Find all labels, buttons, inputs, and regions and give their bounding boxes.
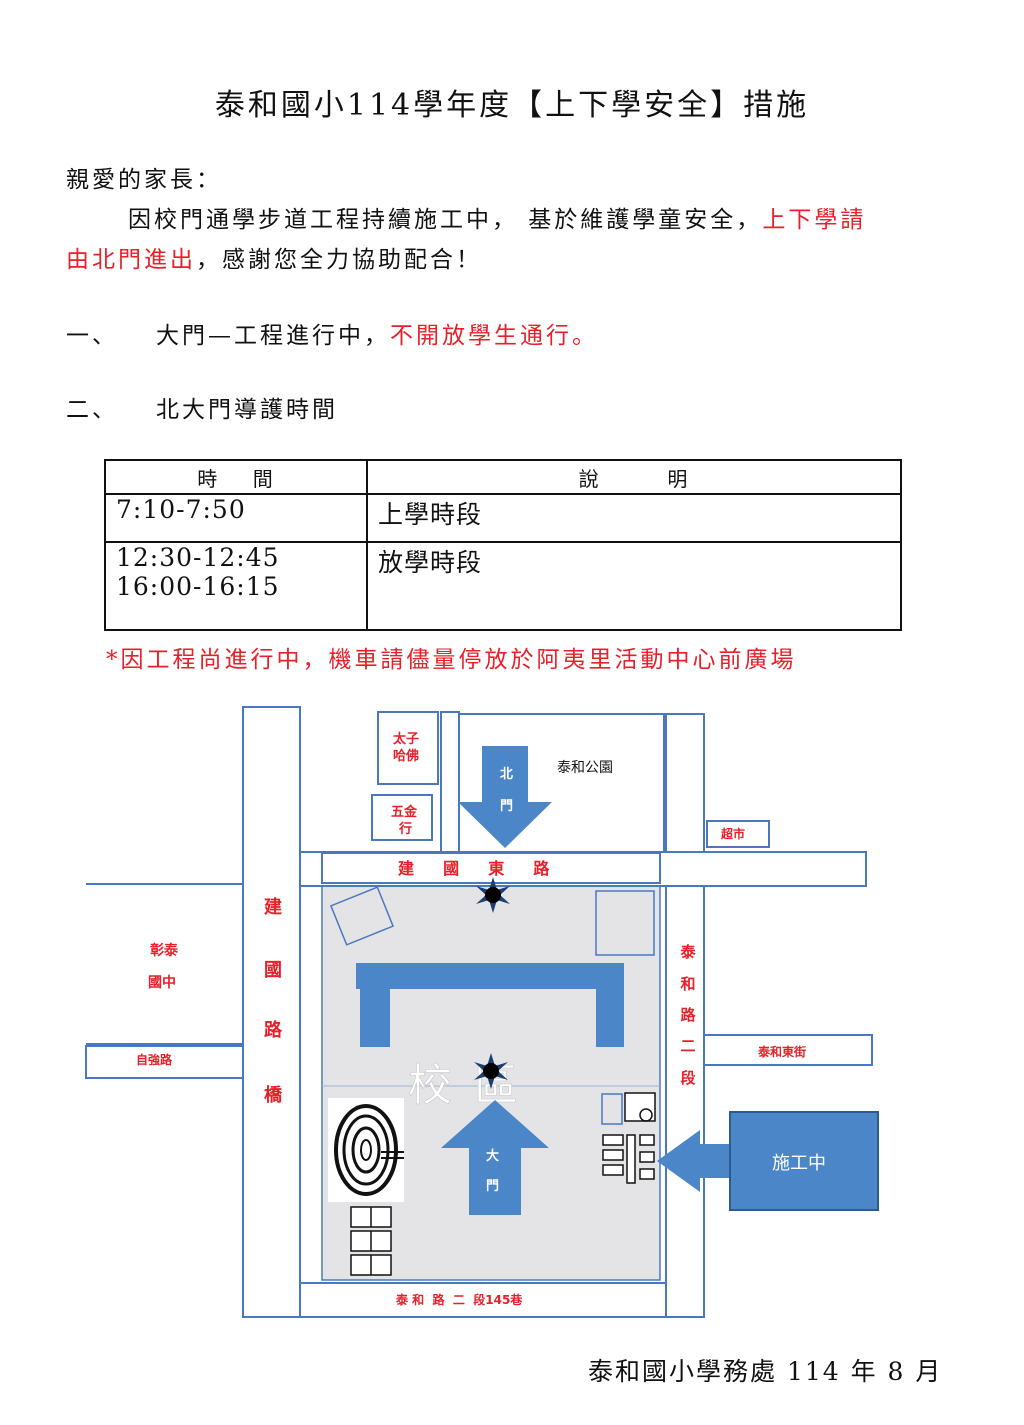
main-gate-label-1: 大 [486,1148,499,1164]
table-header-desc: 說 明 [366,459,902,495]
intro-line-2: 由北門進出，感謝您全力協助配合！ [66,240,482,274]
table-row: 7:10-7:50 上學時段 [104,493,902,543]
north-strip [440,711,460,853]
item-number: 一、 [66,323,118,349]
north-gate-label-1: 北 [500,767,513,782]
north-gate-label-2: 門 [500,799,513,814]
greeting: 親愛的家長： [66,167,222,193]
time-range: 7:10-7:50 [116,495,246,524]
sports-courts [350,1206,392,1276]
table-cell-desc: 放學時段 [366,541,902,631]
taihe-road-label-3: 路 [680,1006,696,1024]
hardware-store [371,794,433,841]
intro-highlight: 上下學請 [762,207,867,233]
table-header-row: 時 間 說 明 [104,459,902,495]
construction-area [729,1111,879,1211]
north-gate-marker-icon [476,877,510,913]
item-number: 二、 [66,397,118,423]
jianguo-east-road-inner [321,852,661,884]
taihe-lane-label: 泰 和 路 二 段145巷 [395,1292,523,1307]
bridge-label-4: 橋 [264,1084,283,1106]
item-1: 一、 [66,316,118,350]
time-range: 12:30-12:45 [116,543,280,572]
campus-map: 校 區 太子 哈佛 五金 行 超市 彰泰 國中 自強路 泰和東街 北 門 大 門… [85,706,879,1318]
taihe-road-label-1: 泰 [679,943,696,961]
ziqiang-road [85,1045,244,1079]
jianguo-east-road-label: 建 國 東 路 [398,859,555,878]
main-building-west-wing [360,987,390,1047]
table-cell-time: 7:10-7:50 [104,493,368,543]
zhangtai-label-1: 彰泰 [150,942,179,959]
facility-block [602,1092,656,1184]
wujin-label-1: 五金 [391,804,418,820]
supermarket-label: 超市 [720,826,745,841]
main-gate-marker-icon [474,1053,508,1089]
wujin-label-2: 行 [398,821,412,837]
taihe-road-label-4: 二 [680,1037,695,1055]
campus-building-small [329,886,395,946]
taihe-east-st-label: 泰和東街 [757,1044,806,1059]
bridge-label-3: 路 [264,1019,283,1041]
item-text: 大門—工程進行中， [156,323,390,349]
intro-line-1: 因校門通學步道工程持續施工中， 基於維護學童安全，上下學請 [128,200,866,234]
zhangtai-label-2: 國中 [148,974,176,991]
running-track [328,1098,404,1202]
park-label: 泰和公園 [557,760,613,776]
main-building-east-wing [596,987,624,1047]
intro-highlight-2: 由北門進出 [66,247,196,273]
campus-label: 校 區 [408,1060,522,1111]
taizi-label-1: 太子 [392,731,419,747]
table-cell-desc: 上學時段 [366,493,902,543]
supermarket [706,820,770,848]
bridge-label-1: 建 [264,896,282,918]
main-gate-arrow-icon [441,1100,549,1215]
taihe-road-label-5: 段 [680,1069,695,1087]
main-gate-label-2: 門 [486,1179,499,1194]
item-text-highlight: 不開放學生通行。 [390,323,598,349]
taihe-east-street [703,1034,873,1066]
footer-signature: 泰和國小學務處 114 年 8 月 [588,1357,943,1386]
table-cell-time: 12:30-12:45 16:00-16:15 [104,541,368,631]
taizi-label-2: 哈佛 [393,748,419,764]
jianguo-bridge-road [242,706,301,1318]
campus-building-corner [595,890,655,956]
item-2: 二、 [66,390,118,424]
table-header-time: 時 間 [104,459,368,495]
table-row: 12:30-12:45 16:00-16:15 放學時段 [104,541,902,631]
schedule-table: 時 間 說 明 7:10-7:50 上學時段 12:30-12:45 16:00… [104,459,902,631]
main-building [356,963,624,989]
page-title: 泰和國小114學年度【上下學安全】措施 [214,88,810,123]
time-range: 16:00-16:15 [116,572,280,601]
taihe-lane-145 [299,1282,667,1318]
intro-text: 因校門通學步道工程持續施工中， 基於維護學童安全， [128,207,763,233]
taihe-road-label-2: 和 [680,975,695,993]
intro-text-2: ，感謝您全力協助配合！ [196,247,482,273]
construction-arrow-icon [657,1130,734,1192]
bridge-label-2: 國 [264,960,282,981]
taihe-road-sec2 [665,713,705,1318]
item-2-text: 北大門導護時間 [156,397,338,423]
parking-note: *因工程尚進行中，機車請儘量停放於阿夷里活動中心前廣場 [106,647,797,673]
taizi-harvard-building [377,711,439,785]
item-1-text: 大門—工程進行中，不開放學生通行。 [156,316,598,350]
ziqiang-label: 自強路 [136,1052,173,1067]
north-gate-arrow-icon [458,746,552,848]
construction-label: 施工中 [772,1153,826,1174]
